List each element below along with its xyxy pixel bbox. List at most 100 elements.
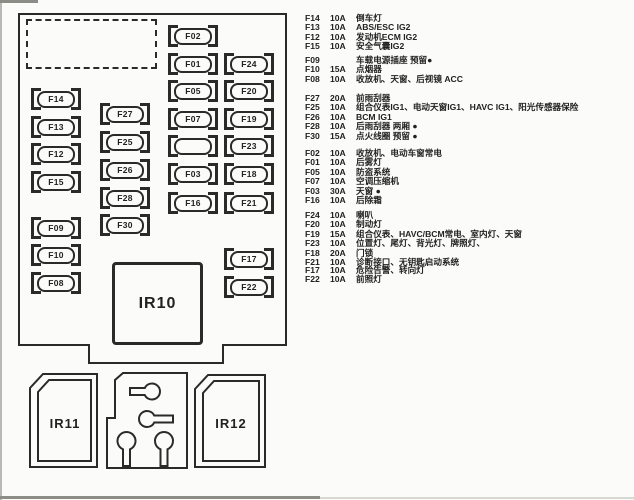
fuse-clip-icon xyxy=(208,163,218,185)
fuse-code: F13 xyxy=(305,22,320,33)
fuse-F07: F07 xyxy=(168,108,218,130)
fuse-clip-icon xyxy=(264,248,274,270)
connector-outline xyxy=(106,372,188,469)
fuse-desc: 收放机、天窗、后视镜 ACC xyxy=(356,73,463,84)
fuse-F13: F13 xyxy=(31,116,81,138)
fuse-clip-icon xyxy=(71,272,81,294)
fuse-code: F14 xyxy=(305,13,320,23)
fuse-amp: 20A xyxy=(330,247,346,258)
legend-line: F18 20A 门锁 xyxy=(305,247,631,258)
fuse-desc: 点烟器 xyxy=(356,64,382,75)
fuse-F15: F15 xyxy=(31,171,81,193)
fuse-label: F05 xyxy=(174,82,212,100)
terminal-slot-icon xyxy=(129,382,161,401)
fuse-desc: 天窗 ● xyxy=(356,185,381,196)
fuse-clip-icon xyxy=(100,187,110,209)
fuse-clip-icon xyxy=(264,108,274,130)
fuse-clip-icon xyxy=(224,248,234,270)
fuse-F30: F30 xyxy=(100,214,150,236)
fuse-desc: 发动机ECM IG2 xyxy=(356,31,418,42)
fuse-label: F30 xyxy=(106,216,144,234)
fuse-amp: 10A xyxy=(330,265,346,275)
fuse-F18: F18 xyxy=(224,163,274,185)
fuse-clip-icon xyxy=(100,131,110,153)
fuse-label: F18 xyxy=(230,165,268,183)
fuse-label: F01 xyxy=(174,55,212,73)
relay-ir11-outer-outline xyxy=(29,373,98,468)
fuse-F01: F01 xyxy=(168,53,218,75)
fuse-desc: 车载电源插座 预留● xyxy=(356,55,433,65)
fuse-code: F01 xyxy=(305,157,320,168)
fuse-code: F03 xyxy=(305,185,320,196)
fuse-F05: F05 xyxy=(168,80,218,102)
fuse-desc: 倒车灯 xyxy=(356,13,382,23)
fuse-amp: 30A xyxy=(330,185,346,196)
fuse-clip-icon xyxy=(168,80,178,102)
fuse-clip-icon xyxy=(31,217,41,239)
fuse-F12: F12 xyxy=(31,143,81,165)
fuse-clip-icon xyxy=(140,214,150,236)
fuse-clip-icon xyxy=(264,276,274,298)
fuse-amp: 10A xyxy=(330,219,346,230)
fuse-clip-icon xyxy=(264,163,274,185)
fuse-amp: 10A xyxy=(330,176,346,187)
fuse-clip-icon xyxy=(208,80,218,102)
fuse-code: F28 xyxy=(305,121,320,132)
fuse-desc: 门锁 xyxy=(356,247,374,258)
fuse-label: F10 xyxy=(37,246,75,264)
fuse-code: F18 xyxy=(305,247,320,258)
fuse-code: F27 xyxy=(305,93,320,103)
scan-edge-artifact xyxy=(0,0,2,500)
fuse-clip-icon xyxy=(224,108,234,130)
fuse-clip-icon xyxy=(208,135,218,157)
scan-edge-artifact xyxy=(320,497,634,499)
fuse-label: F27 xyxy=(106,105,144,123)
fuse-code: F08 xyxy=(305,73,320,84)
fuse-clip-icon xyxy=(100,159,110,181)
fuse-clip-icon xyxy=(31,88,41,110)
fuse-code: F26 xyxy=(305,111,320,122)
fuse-clip-icon xyxy=(264,192,274,214)
fuse-label xyxy=(174,137,212,155)
fuse-F16: F16 xyxy=(168,192,218,214)
fuse-clip-icon xyxy=(208,108,218,130)
fuse-amp: 10A xyxy=(330,73,346,84)
fuse-clip-icon xyxy=(140,103,150,125)
relay-label: IR10 xyxy=(138,294,177,312)
fuse-clip-icon xyxy=(224,80,234,102)
fuse-desc: 前照灯 xyxy=(356,274,382,285)
fuse-clip-icon xyxy=(71,244,81,266)
fuse-code: F24 xyxy=(305,210,320,220)
fuse-code: F07 xyxy=(305,176,320,187)
fuse-desc: BCM IG1 xyxy=(356,111,392,122)
fuse-amp: 10A xyxy=(330,102,346,113)
fuse-clip-icon xyxy=(224,192,234,214)
fuse-desc: 点火线圈 预留 ● xyxy=(356,130,418,141)
fuse-amp: 10A xyxy=(330,166,346,177)
fuse-amp: 10A xyxy=(330,157,346,168)
fuse-clip-icon xyxy=(31,272,41,294)
fuse-label: F22 xyxy=(230,278,268,296)
relay-socket-connector xyxy=(106,372,188,469)
fuse-amp: 10A xyxy=(330,148,346,158)
fuse-clip-icon xyxy=(71,171,81,193)
fuse-amp: 10A xyxy=(330,22,346,33)
fuse-F22: F22 xyxy=(224,276,274,298)
fuse-amp: 10A xyxy=(330,210,346,220)
fuse-amp: 15A xyxy=(330,64,346,75)
fuse-F03: F03 xyxy=(168,163,218,185)
fuse-clip-icon xyxy=(224,276,234,298)
fuse-amp: 10A xyxy=(330,274,346,285)
fuse-label: F13 xyxy=(37,118,75,136)
fuse-amp: 10A xyxy=(330,121,346,132)
fuse-desc: 组合仪表、HAVC/BCM常电、室内灯、天窗 xyxy=(356,228,522,239)
